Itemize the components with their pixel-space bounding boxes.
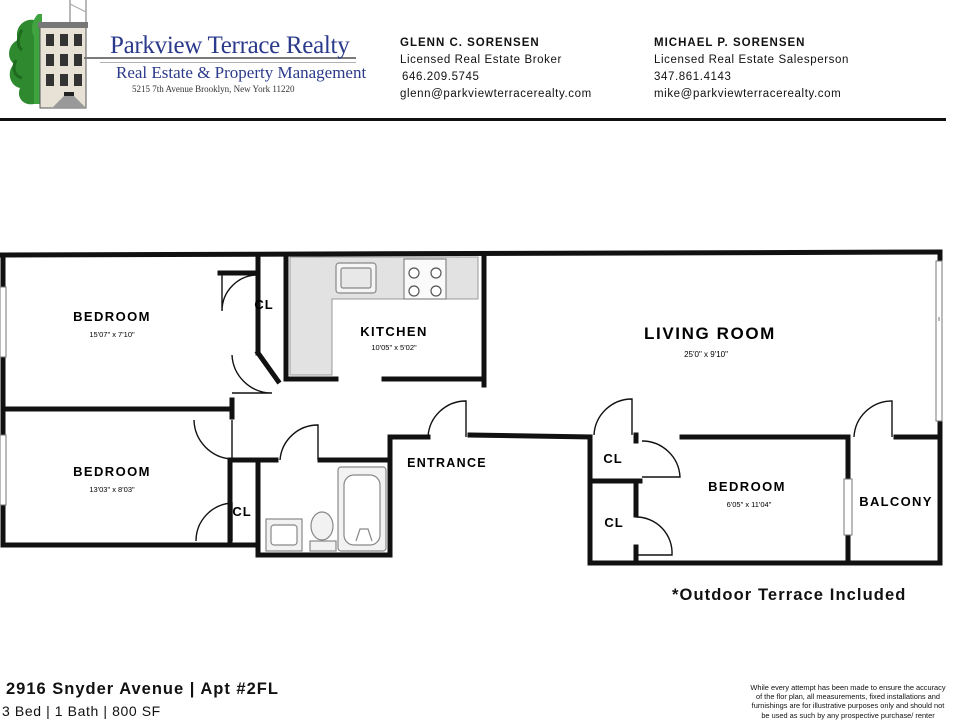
kitchen-counter (289, 256, 479, 376)
disclaimer-line: furnishings are for illustrative purpose… (751, 701, 945, 711)
agent-phone[interactable]: 646.209.5745 (402, 71, 480, 83)
kitchen-dimension: 10'05" x 5'02" (371, 343, 417, 352)
bedroom-dimension: 15'07" x 7'10" (89, 330, 135, 339)
disclaimer: While every attempt has been made to ens… (736, 683, 960, 720)
disclaimer-line: While every attempt has been made to ens… (750, 683, 946, 692)
closet-label: CL (603, 451, 622, 466)
brand-address: 5215 7th Avenue Brooklyn, New York 11220 (132, 84, 295, 94)
disclaimer-line: of the flor plan, all measurements, fixe… (755, 692, 941, 702)
entrance-label: ENTRANCE (407, 456, 487, 470)
bathtub-icon (337, 466, 387, 552)
toilet-icon (309, 511, 337, 552)
agent-card-michael: MICHAEL P. SORENSEN Licensed Real Estate… (654, 35, 849, 103)
disclaimer-line: be used as such by any prospective purch… (761, 710, 935, 720)
living-room-label: LIVING ROOM (644, 324, 776, 343)
brownstone-house-logo (4, 0, 100, 112)
terrace-note: *Outdoor Terrace Included (672, 586, 907, 604)
bedroom-label: BEDROOM (73, 464, 151, 479)
bedroom-dimension: 13'03" x 8'03" (89, 485, 135, 494)
agent-name: MICHAEL P. SORENSEN (654, 37, 806, 49)
brand-tagline: Real Estate & Property Management (116, 63, 367, 82)
agent-email[interactable]: glenn@parkviewterracerealty.com (400, 88, 592, 100)
brand-rule-thin (100, 62, 356, 63)
agent-title: Licensed Real Estate Broker (400, 54, 562, 66)
agent-phone[interactable]: 347.861.4143 (654, 71, 732, 83)
agent-title: Licensed Real Estate Salesperson (654, 54, 850, 66)
listing-specs: 3 Bed | 1 Bath | 800 SF (2, 703, 161, 719)
closet-label: CL (232, 504, 251, 519)
stove-icon (403, 258, 447, 300)
sink-icon (335, 262, 377, 294)
agent-card-glenn: GLENN C. SORENSEN Licensed Real Estate B… (400, 35, 592, 103)
living-room-dimension: 25'0" x 9'10" (684, 350, 728, 359)
agent-name: GLENN C. SORENSEN (400, 37, 540, 49)
bedroom-label: BEDROOM (73, 309, 151, 324)
header-divider (0, 118, 946, 121)
floor-plan: BEDROOM 15'07" x 7'10" BEDROOM 13'03" x … (0, 249, 943, 566)
kitchen-label: KITCHEN (360, 324, 428, 339)
closet-label: CL (604, 515, 623, 530)
agent-email[interactable]: mike@parkviewterracerealty.com (654, 88, 842, 100)
balcony-label: BALCONY (859, 494, 932, 509)
bedroom-dimension: 6'05" x 11'04" (727, 500, 772, 509)
brand-name: Parkview Terrace Realty (110, 32, 350, 59)
brand-rule (84, 57, 356, 59)
listing-address: 2916 Snyder Avenue | Apt #2FL (6, 680, 279, 698)
closet-label: CL (254, 297, 273, 312)
bath-sink-icon (265, 518, 303, 552)
bedroom-label: BEDROOM (708, 479, 786, 494)
